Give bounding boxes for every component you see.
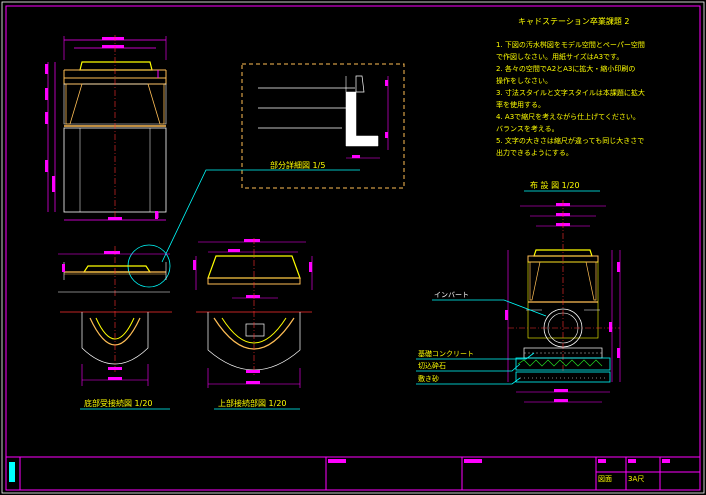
top-connection-label: 上部接続部図 1/20	[218, 398, 287, 408]
detail-leader-line	[161, 169, 256, 263]
note-line: 5. 文字の大きさは縮尺が違っても同じ大きさで	[496, 136, 644, 145]
base-connection-label: 底部受接続図 1/20	[84, 398, 153, 408]
top-connection-view: 上部接続部図 1/20	[196, 300, 312, 410]
callout-sand-bed: 敷き砂	[418, 374, 439, 383]
title-cell-a: 図面	[598, 475, 612, 483]
callout-base-concrete: 基礎コンクリート	[418, 349, 474, 358]
note-line: 3. 寸法スタイルと文字スタイルは本課題に拡大	[496, 88, 645, 97]
title-block: 図面 3A尺	[6, 456, 700, 490]
note-line: 2. 各々の空間でA2とA3に拡大・縮小印刷の	[496, 64, 635, 73]
note-line: で作図しなさい。用紙サイズはA3です。	[496, 52, 623, 61]
callout-invert: インバート	[434, 291, 469, 299]
note-line: 1. 下図の汚水桝図をモデル空間とペーパー空間	[496, 40, 645, 49]
base-connection-view: 底部受接続図 1/20	[60, 300, 172, 410]
layout-plan-view: 布 設 図 1/20	[505, 180, 621, 403]
drawing-title: キャドステーション卒業課題 2	[518, 16, 629, 26]
top-ring-section-view	[193, 238, 313, 300]
partial-detail-view: 部分詳細図 1/5	[241, 63, 405, 189]
callout-crushed-stone: 切込砕石	[418, 361, 446, 370]
note-line: バランスを考える。	[496, 125, 559, 133]
note-line: 出力できるようにする。	[496, 148, 573, 157]
note-line: 率を使用する。	[496, 100, 545, 109]
base-section-view	[58, 246, 170, 296]
title-cell-b: 3A尺	[628, 475, 644, 483]
partial-detail-label: 部分詳細図 1/5	[270, 160, 325, 170]
sheet-inner-frame	[5, 5, 701, 491]
note-line: 4. A3で縮尺を考えながら仕上げてください。	[496, 112, 640, 121]
manhole-elevation-view	[45, 35, 167, 222]
note-line: 操作をしなさい。	[496, 76, 552, 85]
layout-plan-label: 布 設 図 1/20	[530, 180, 580, 190]
callout-group: インバート 基礎コンクリート 切込砕石 敷き砂	[416, 291, 547, 385]
notes-block: 1. 下図の汚水桝図をモデル空間とペーパー空間 で作図しなさい。用紙サイズはA3…	[496, 40, 645, 157]
